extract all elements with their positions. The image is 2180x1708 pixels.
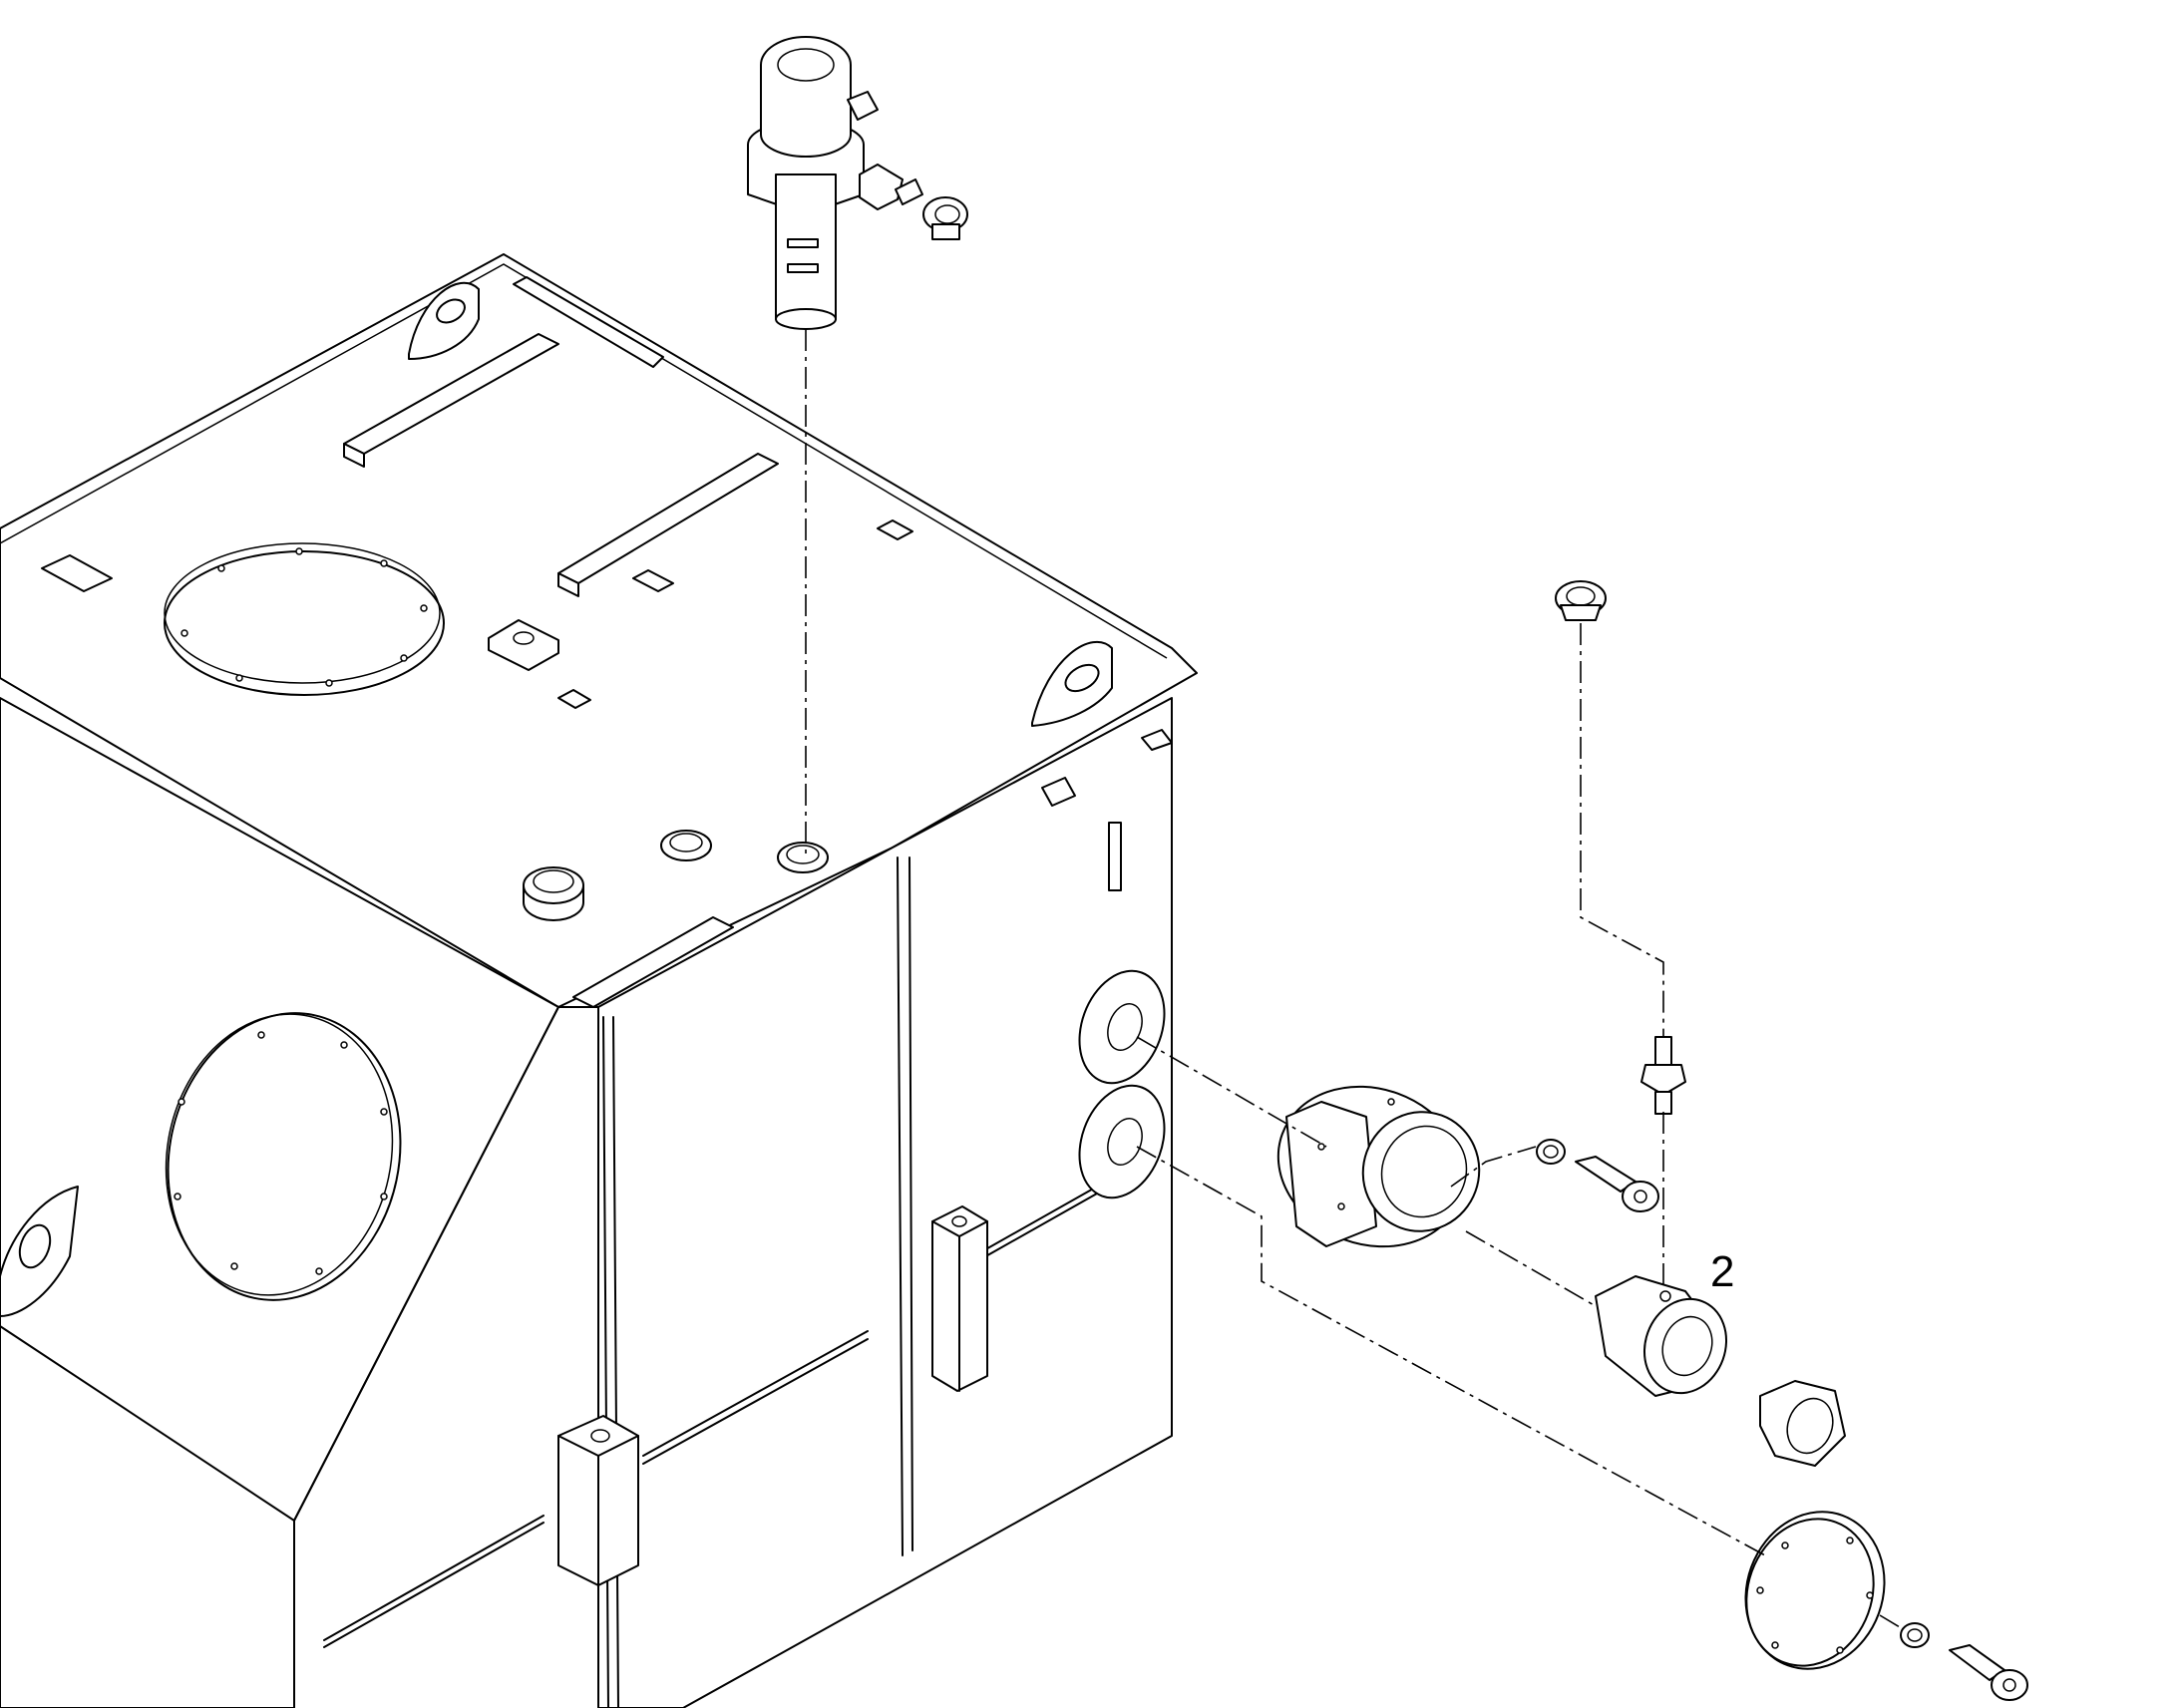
breather-nipple (1640, 1036, 1686, 1115)
level-sensor (747, 36, 879, 330)
top-ports (488, 619, 829, 921)
side-flange-upper (1078, 969, 1166, 1085)
hose-barb-fitting (859, 164, 923, 210)
hose-clamp-lower (1555, 580, 1607, 621)
adapter-fitting (1595, 1275, 1728, 1397)
lifting-eye-3 (0, 1186, 79, 1317)
hose (982, 239, 1596, 533)
top-flat-bars (41, 276, 913, 1008)
socket-screw-1 (1575, 1156, 1659, 1212)
blind-cover (1744, 1511, 1886, 1670)
side-small-fittings (1041, 729, 1173, 891)
washer-2 (1900, 1622, 1930, 1648)
pump-flange-housing (1276, 1085, 1481, 1248)
front-manhole-cover (165, 1012, 402, 1301)
reducer-bushing (1759, 1380, 1846, 1467)
washer-1 (1536, 1139, 1566, 1165)
tank-body (0, 253, 1198, 1708)
side-flange-lower (1078, 1084, 1166, 1199)
top-manhole-cover (164, 542, 445, 696)
callout-label-2: 2 (1710, 1247, 1734, 1296)
socket-screw-2 (1949, 1644, 2028, 1701)
hose-clamp-upper (922, 196, 968, 240)
assembly-center-lines (805, 329, 1901, 1628)
lifting-eye-1 (408, 281, 480, 360)
lifting-eye-2 (1031, 640, 1113, 727)
